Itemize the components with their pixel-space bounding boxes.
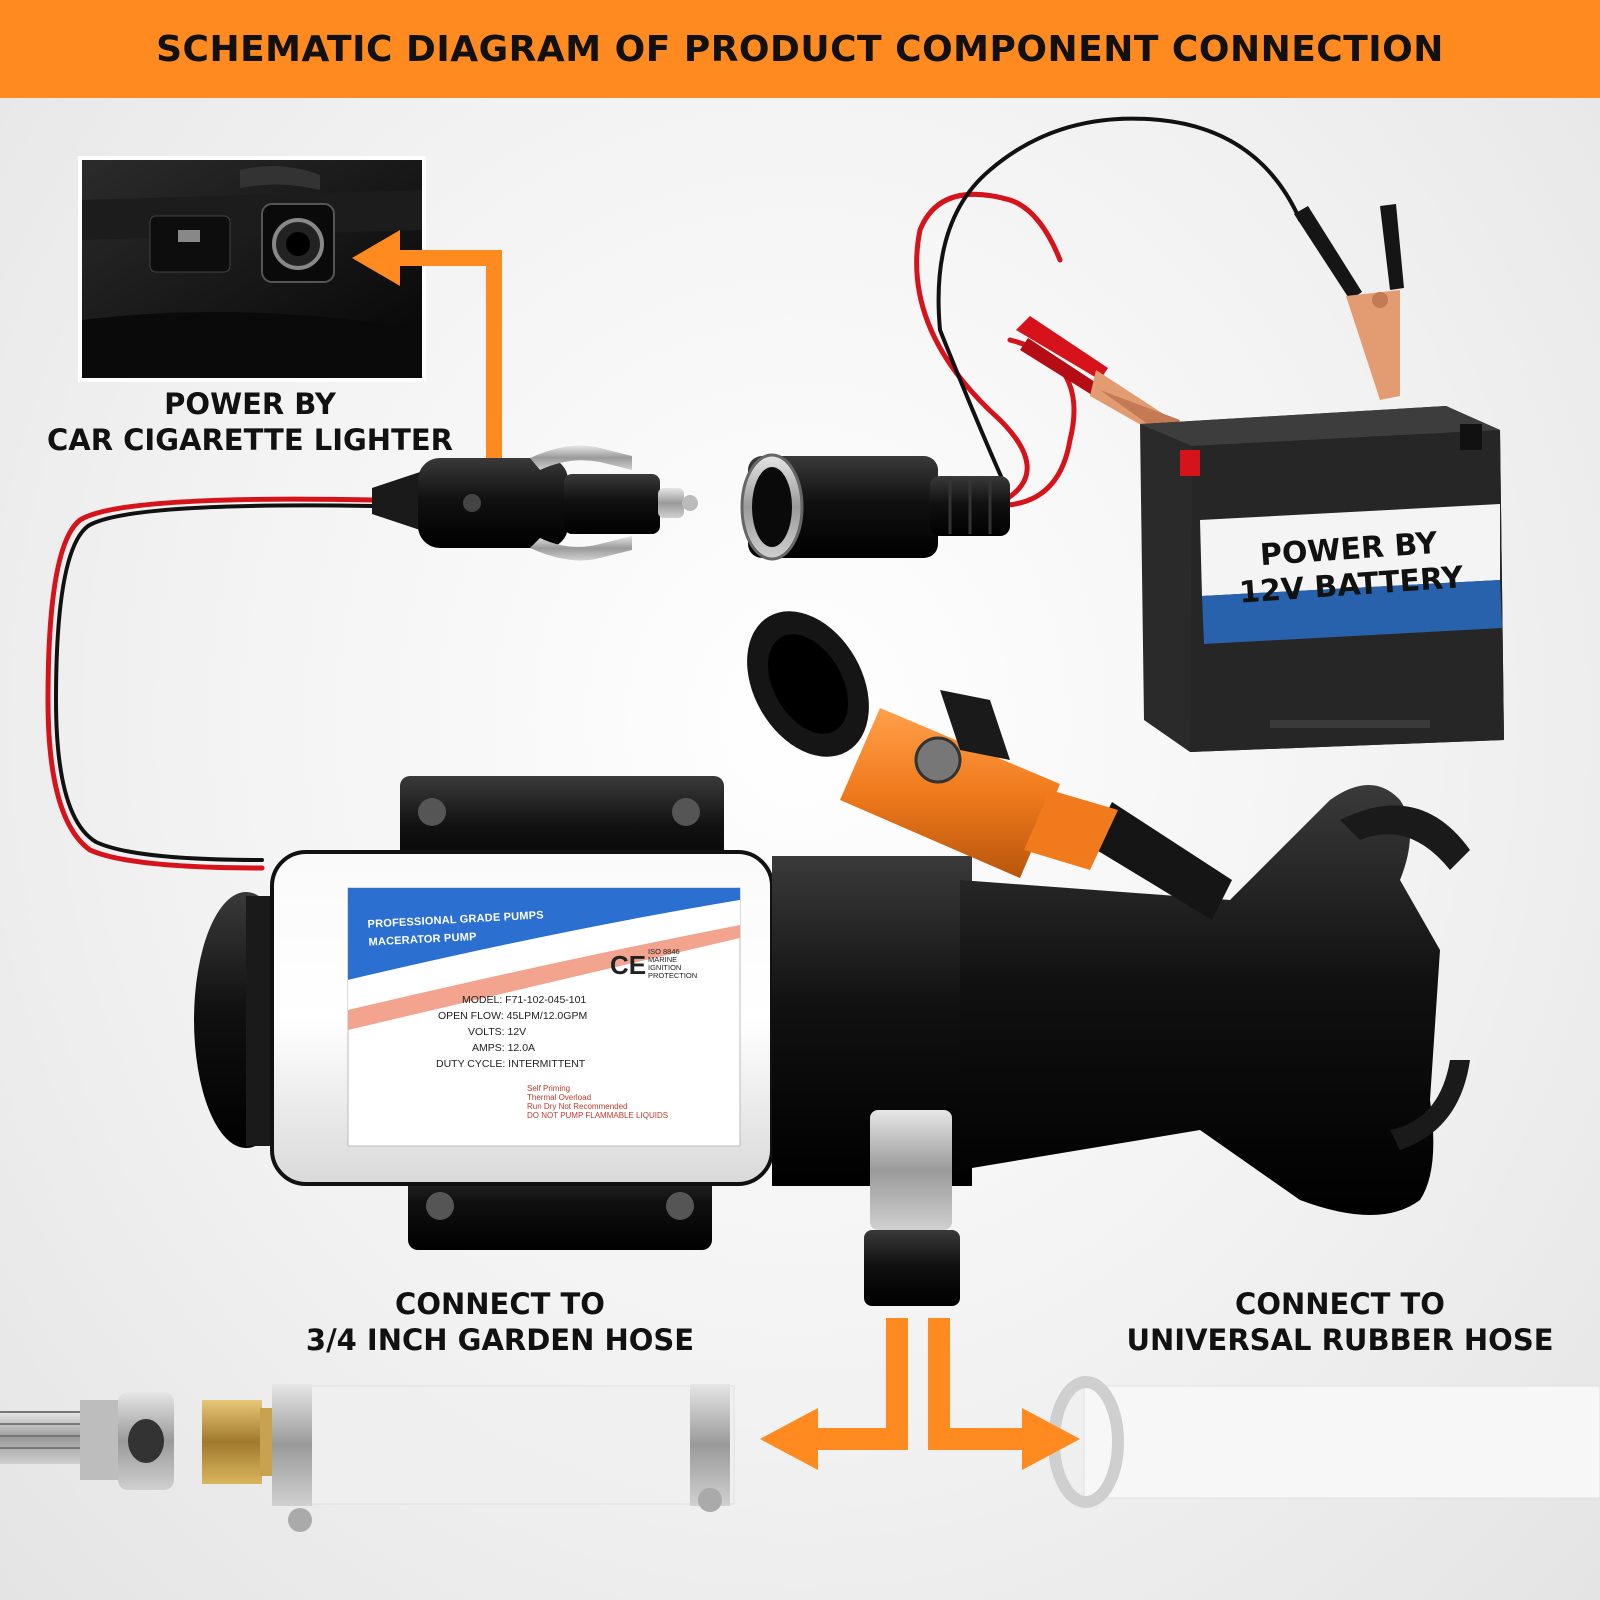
- battery-12v: [1140, 406, 1504, 752]
- label-power-lighter: POWER BY CAR CIGARETTE LIGHTER: [40, 386, 460, 458]
- label-garden-hose-line2: 3/4 INCH GARDEN HOSE: [305, 1323, 695, 1357]
- lighter-socket-adapter: [740, 453, 1010, 561]
- pump-volts: VOLTS: 12V: [468, 1026, 527, 1038]
- arrows-to-hoses: [760, 1318, 1080, 1470]
- car-lighter-photo: [78, 156, 426, 382]
- pump-warn2: Thermal Overload: [527, 1093, 592, 1102]
- pump-open-flow: OPEN FLOW: 45LPM/12.0GPM: [438, 1010, 588, 1022]
- label-power-lighter-line2: CAR CIGARETTE LIGHTER: [46, 423, 453, 457]
- rubber-hose: [1048, 1376, 1600, 1508]
- lighter-plug: [372, 445, 698, 561]
- black-alligator-clip: [1294, 204, 1404, 400]
- label-garden-hose-line1: CONNECT TO: [395, 1287, 605, 1321]
- label-rubber-hose-line2: UNIVERSAL RUBBER HOSE: [1126, 1323, 1554, 1357]
- iso-mark: ISO 8846 MARINE IGNITION PROTECTION: [648, 947, 698, 980]
- label-rubber-hose-line1: CONNECT TO: [1235, 1287, 1445, 1321]
- label-rubber-hose: CONNECT TO UNIVERSAL RUBBER HOSE: [1120, 1286, 1560, 1358]
- orange-valve-inlet: [747, 611, 1232, 920]
- ce-mark: CE: [610, 950, 647, 980]
- pump-model: MODEL: F71-102-045-101: [462, 994, 587, 1006]
- pump-warn3: Run Dry Not Recommended: [527, 1102, 628, 1111]
- pump-warn1: Self Priming: [527, 1084, 571, 1093]
- macerator-pump: [194, 776, 1470, 1306]
- arrow-to-lighter: [352, 230, 502, 458]
- garden-hose-assembly: [0, 1384, 735, 1532]
- pump-amps: AMPS: 12.0A: [472, 1042, 536, 1054]
- pump-warn4: DO NOT PUMP FLAMMABLE LIQUIDS: [527, 1111, 669, 1120]
- diagram-title: SCHEMATIC DIAGRAM OF PRODUCT COMPONENT C…: [156, 28, 1444, 70]
- label-power-lighter-line1: POWER BY: [164, 387, 336, 421]
- pump-duty: DUTY CYCLE: INTERMITTENT: [436, 1058, 586, 1070]
- title-banner: SCHEMATIC DIAGRAM OF PRODUCT COMPONENT C…: [0, 0, 1600, 98]
- label-garden-hose: CONNECT TO 3/4 INCH GARDEN HOSE: [300, 1286, 700, 1358]
- label-power-battery: POWER BY 12V BATTERY: [1194, 502, 1505, 635]
